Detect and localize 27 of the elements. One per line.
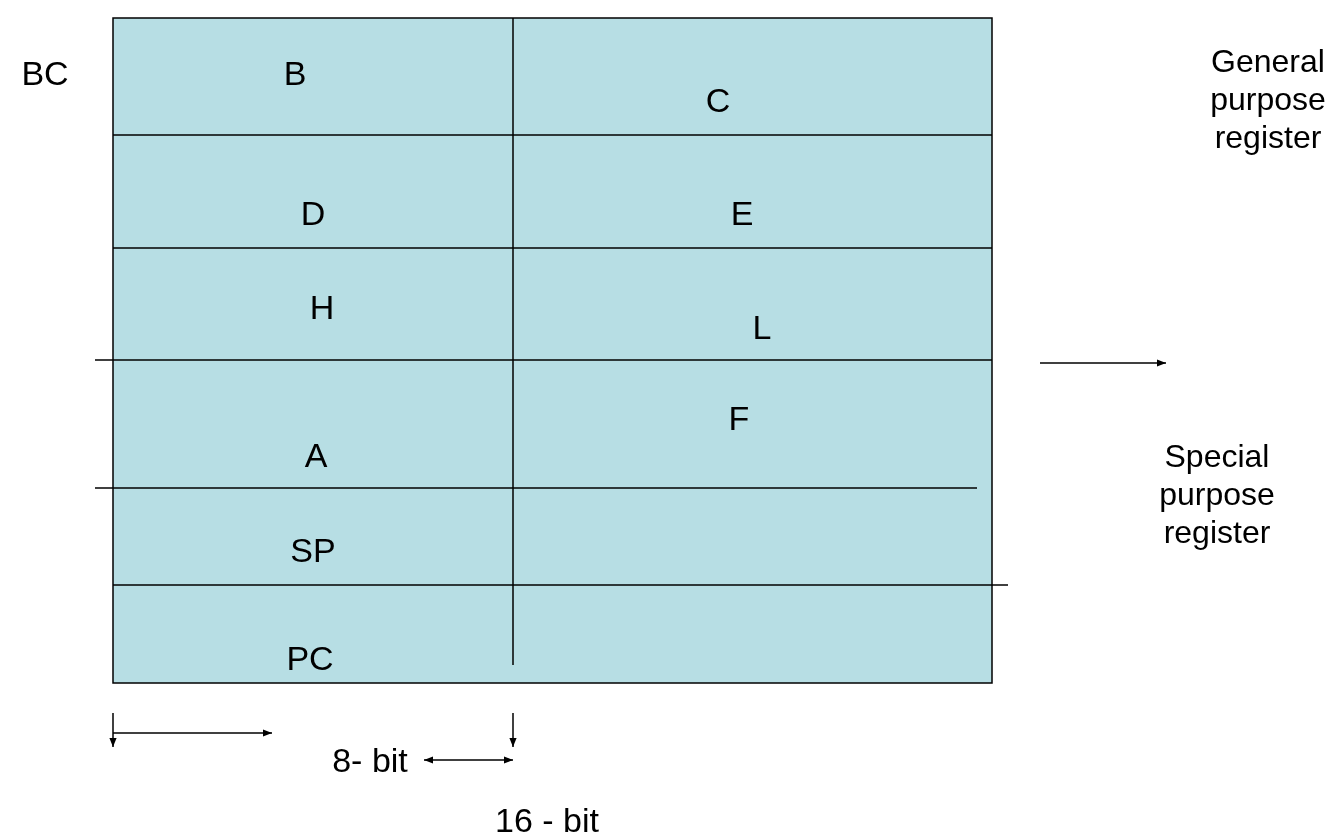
register-cell	[513, 360, 992, 488]
register-cell	[513, 248, 992, 360]
register-cell	[113, 585, 513, 683]
group-label: Special purpose register	[1158, 438, 1276, 552]
register-name: H	[309, 290, 335, 324]
register-name: C	[705, 83, 731, 117]
register-cell	[513, 18, 992, 135]
register-cell	[513, 488, 992, 585]
register-cell	[113, 248, 513, 360]
dimension-label: 16 - bit	[495, 799, 599, 840]
register-cell	[113, 18, 513, 135]
register-name: SP	[290, 533, 336, 567]
register-name: E	[730, 196, 754, 230]
register-name: PC	[286, 641, 334, 675]
group-label: General purpose register	[1209, 43, 1327, 157]
register-name: F	[728, 401, 750, 435]
register-cell	[513, 585, 992, 683]
register-cell	[513, 135, 992, 248]
register-name: D	[300, 196, 326, 230]
register-pair-label: BC	[21, 52, 69, 94]
register-name: A	[304, 438, 328, 472]
register-name: L	[752, 310, 772, 344]
register-cell	[113, 135, 513, 248]
register-cell	[113, 488, 513, 585]
dimension-label: 8- bit	[332, 739, 408, 781]
register-name: B	[283, 56, 307, 90]
register-cell	[113, 360, 513, 488]
